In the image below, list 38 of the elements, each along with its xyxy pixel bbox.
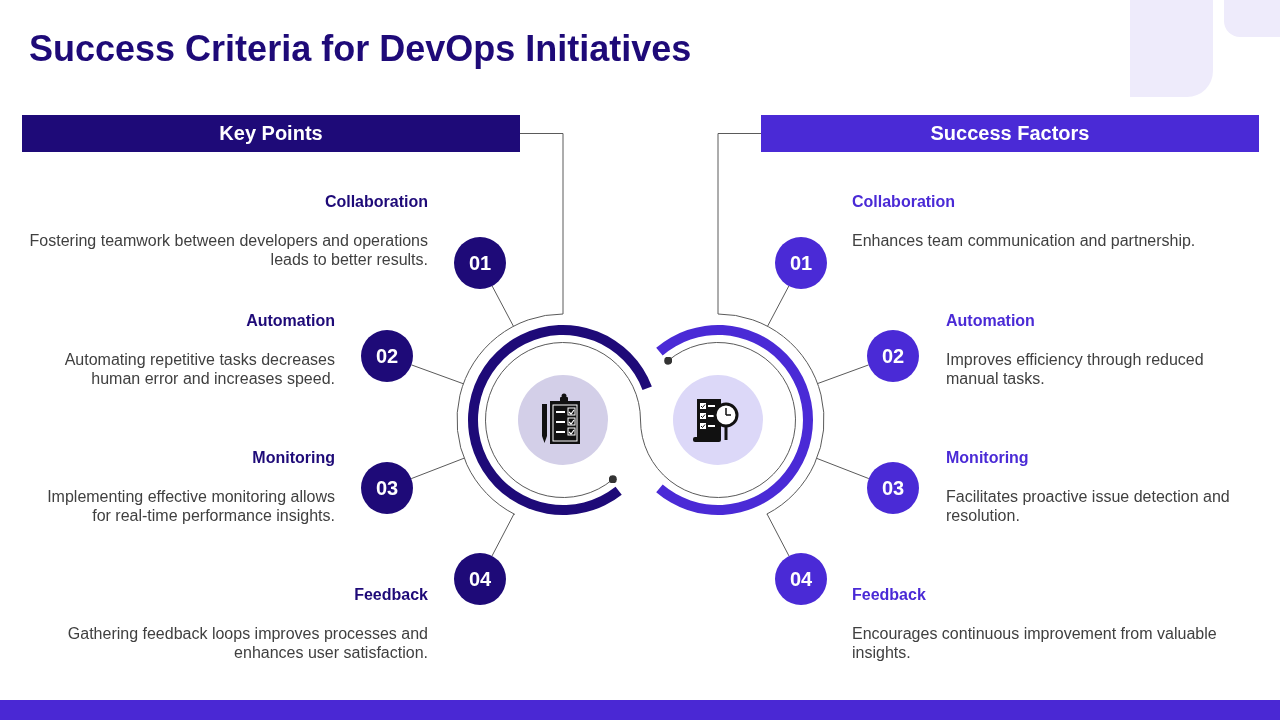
number-circle: 03 bbox=[361, 462, 413, 514]
point-description: Automating repetitive tasks decreases human error and increases speed. bbox=[63, 350, 335, 388]
connector-line bbox=[410, 364, 464, 385]
connector-line bbox=[817, 364, 870, 385]
section-header-bar: Success Factors bbox=[761, 115, 1259, 152]
connector-line bbox=[491, 513, 515, 557]
point-description: Fostering teamwork between developers and operations leads to better results. bbox=[28, 231, 428, 269]
connector-line bbox=[717, 133, 762, 315]
point-description: Facilitates proactive issue detection and resolution. bbox=[946, 487, 1231, 525]
connector-line bbox=[410, 457, 465, 480]
point-description: Enhances team communication and partnership. bbox=[852, 231, 1197, 250]
point-heading: Collaboration bbox=[852, 192, 956, 212]
point-heading: Monitoring bbox=[946, 448, 1029, 468]
connector-line bbox=[766, 513, 790, 557]
connector-line bbox=[816, 457, 870, 480]
connector-line bbox=[491, 285, 514, 327]
number-circle: 03 bbox=[867, 462, 919, 514]
point-heading: Automation bbox=[946, 311, 1035, 331]
number-circle: 02 bbox=[361, 330, 413, 382]
point-heading: Automation bbox=[246, 311, 335, 331]
section-header-bar: Key Points bbox=[22, 115, 520, 152]
number-circle: 04 bbox=[454, 553, 506, 605]
point-heading: Feedback bbox=[354, 585, 428, 605]
number-circle: 01 bbox=[775, 237, 827, 289]
connector-line bbox=[767, 285, 790, 327]
s-curve-line bbox=[485, 342, 796, 498]
point-description: Gathering feedback loops improves processes and enhances user satisfaction. bbox=[66, 624, 428, 662]
number-circle: 01 bbox=[454, 237, 506, 289]
point-heading: Feedback bbox=[852, 585, 926, 605]
point-heading: Collaboration bbox=[324, 192, 428, 212]
point-description: Improves efficiency through reduced manual tasks. bbox=[946, 350, 1205, 388]
slide-title: Success Criteria for DevOps Initiatives bbox=[29, 28, 692, 70]
number-circle: 02 bbox=[867, 330, 919, 382]
point-description: Encourages continuous improvement from valuable insights. bbox=[852, 624, 1218, 662]
point-heading: Monitoring bbox=[252, 448, 335, 468]
connector-line bbox=[519, 133, 564, 315]
point-description: Implementing effective monitoring allows for real-time performance insights. bbox=[46, 487, 335, 525]
number-circle: 04 bbox=[775, 553, 827, 605]
